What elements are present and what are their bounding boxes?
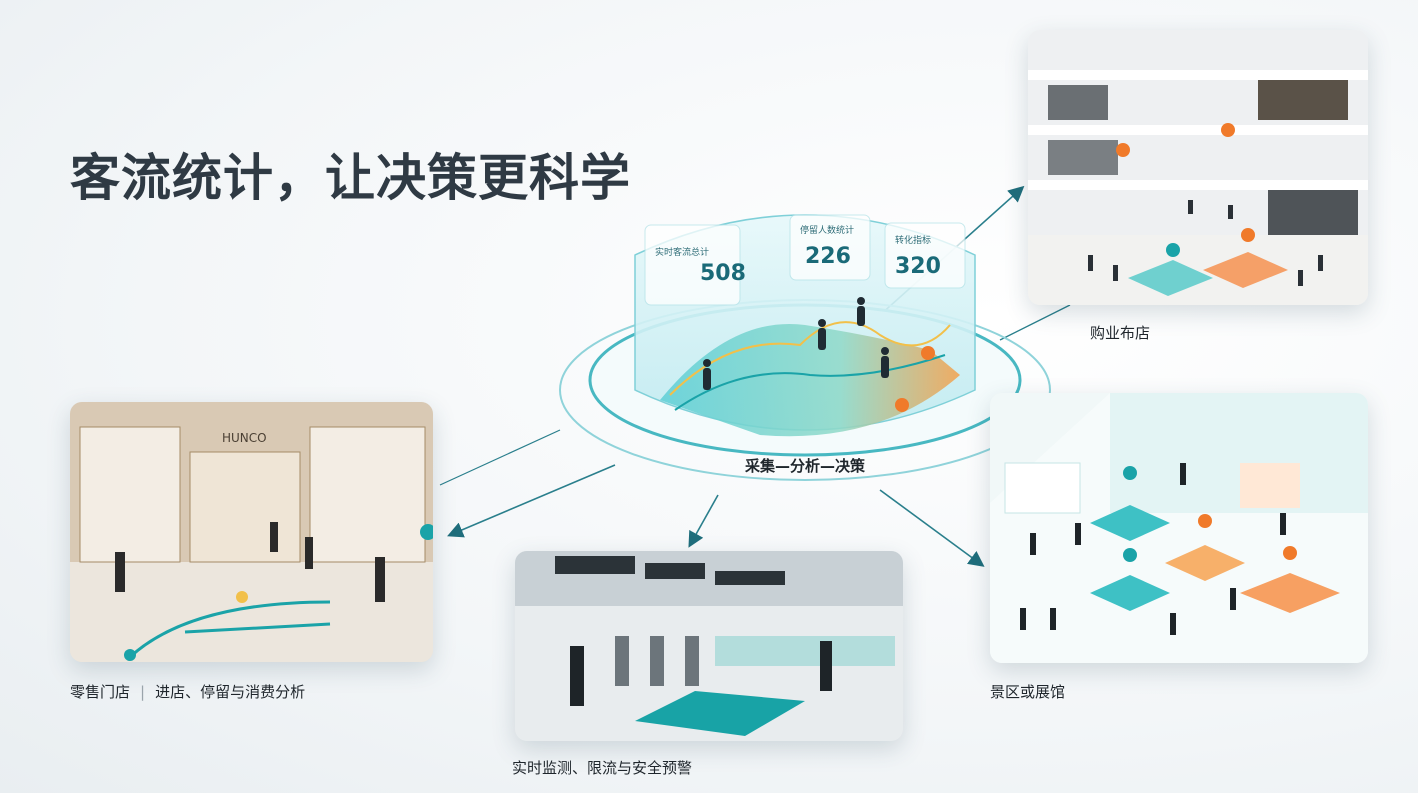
retail-illustration: HUNCO bbox=[70, 402, 433, 662]
metro-caption: 实时监测、限流与安全预警 bbox=[512, 759, 693, 777]
stat-card-3 bbox=[884, 222, 966, 289]
stat-card-2-heading: 停留人数统计 bbox=[800, 224, 854, 236]
retail-caption-detail: 进店、停留与消费分析 bbox=[155, 683, 306, 701]
retail-caption: 零售门店 | 进店、停留与消费分析 bbox=[70, 681, 305, 702]
arrow-from-retail bbox=[439, 429, 561, 486]
arrow-to-mall-2 bbox=[999, 304, 1071, 341]
arrow-to-retail bbox=[447, 464, 616, 538]
arrow-to-scenic bbox=[879, 489, 985, 567]
stat-card-1-value: 508 bbox=[700, 261, 746, 286]
mall-caption: 购业布店 bbox=[1090, 324, 1151, 342]
scenic-caption: 景区或展馆 bbox=[990, 683, 1066, 701]
stat-card-3-heading: 转化指标 bbox=[895, 234, 931, 246]
stat-card-1-heading: 实时客流总计 bbox=[655, 246, 709, 258]
stat-card-2-value: 226 bbox=[805, 244, 851, 269]
platform-location-pins bbox=[895, 346, 935, 412]
mall-illustration bbox=[1028, 30, 1368, 305]
center-label: 采集—分析—决策 bbox=[744, 457, 866, 475]
trend-line bbox=[669, 321, 951, 396]
page-title: 客流统计，让决策更科学 bbox=[70, 149, 631, 207]
scenic-illustration bbox=[990, 393, 1368, 663]
trend-line-2 bbox=[674, 354, 946, 411]
arrow-to-metro bbox=[688, 494, 719, 548]
metro-scene bbox=[515, 551, 903, 741]
stat-card-1 bbox=[644, 224, 741, 306]
stat-card-2 bbox=[789, 214, 871, 281]
retail-caption-main: 零售门店 bbox=[70, 683, 131, 701]
metro-illustration bbox=[515, 551, 903, 741]
stat-card-3-value: 320 bbox=[895, 254, 941, 279]
store-sign: HUNCO bbox=[222, 431, 267, 445]
mall-scene bbox=[1028, 30, 1368, 305]
central-platform: 实时客流总计 508 停留人数统计 226 转化指标 320 采集—分析—决策 bbox=[559, 214, 1051, 481]
retail-caption-separator: | bbox=[140, 683, 146, 701]
platform-people bbox=[703, 297, 889, 390]
scenic-scene bbox=[990, 393, 1368, 663]
retail-scene: HUNCO bbox=[70, 402, 433, 662]
